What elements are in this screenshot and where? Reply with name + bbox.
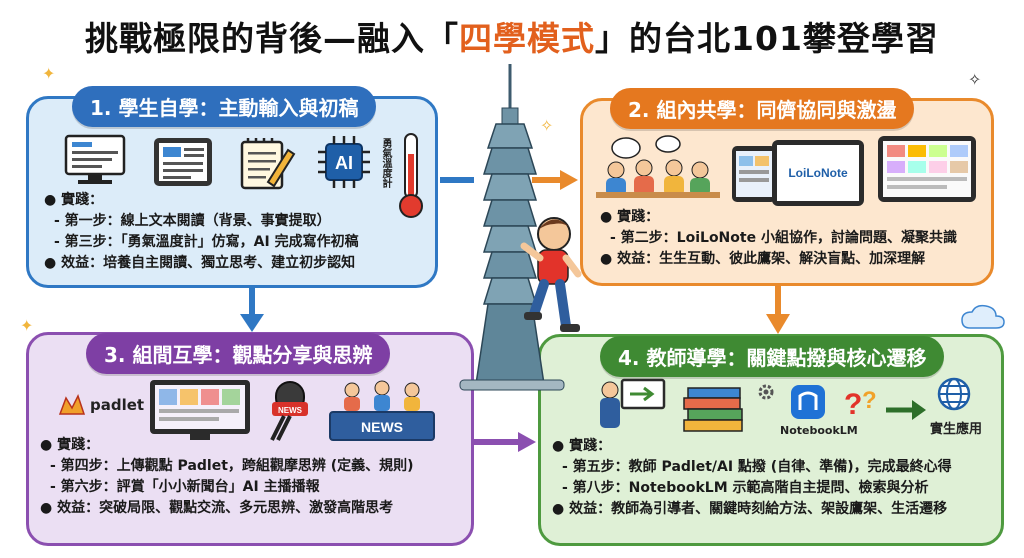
panel1-heading: 1. 學生自學：主動輸入與初稿 [72, 86, 377, 127]
padlet-label: padlet [90, 396, 145, 414]
padlet-logo-icon [58, 394, 86, 415]
arrow-p2-to-p4 [766, 286, 790, 334]
globe-icon [937, 377, 971, 411]
panel3-heading: 3. 組間互學：觀點分享與思辨 [86, 333, 391, 374]
notebooklm-label: NotebookLM [780, 424, 858, 437]
arrow-p1-to-p2 [440, 170, 578, 190]
title-prefix: 挑戰極限的背後—融入「 [85, 19, 460, 58]
title-suffix: 」的台北101攀登學習 [595, 19, 939, 58]
loilonote-tablet-icon: LoiLoNote [772, 140, 864, 206]
panel4-step-1: - 第五步：教師 Padlet/AI 點撥 (自律、準備)，完成最終心得 [562, 459, 952, 475]
panel4-body: ● 實踐： - 第五步：教師 Padlet/AI 點撥 (自律、準備)，完成最終… [552, 436, 952, 520]
panel4-heading: 4. 教師導學：關鍵點撥與核心遷移 [600, 336, 945, 377]
question-marks-icon: ? ? [844, 387, 877, 421]
panel3-step-1: - 第四步：上傳觀點 Padlet，跨組觀摩思辨 (定義、規則) [50, 458, 414, 474]
svg-text:?: ? [862, 387, 877, 414]
microphone-icon: NEWS [270, 381, 308, 441]
panel3-practice: ● 實踐： [40, 437, 100, 453]
apply-label: 實生應用 [930, 422, 983, 437]
arrow-p3-to-p4 [474, 432, 536, 452]
books-stack-icon [683, 387, 743, 432]
tablet-small-icon [732, 146, 776, 202]
monitor-icon [64, 134, 126, 184]
sparkle-icon: ✧ [540, 116, 554, 135]
students-discussion-icon [596, 135, 720, 198]
news-desk-label: NEWS [361, 419, 403, 435]
news-anchors-icon: NEWS [329, 380, 435, 441]
panel1-practice: ● 實踐： [44, 192, 104, 208]
panel2-benefit: ● 效益：生生互動、彼此鷹架、解決盲點、加深理解 [600, 251, 926, 267]
page-title: 挑戰極限的背後—融入「四學模式」的台北101攀登學習 [0, 12, 1024, 60]
notebooklm-logo-icon [791, 385, 825, 419]
loilonote-label: LoiLoNote [788, 166, 848, 180]
board-tablet-icon [878, 136, 976, 202]
panel4-step-2: - 第八步：NotebookLM 示範高階自主提問、檢索與分析 [562, 480, 929, 496]
tablet-document-icon [154, 138, 212, 186]
arrow-p1-to-p3 [240, 288, 264, 332]
notepad-pencil-icon [240, 138, 296, 190]
panel3-body: ● 實踐： - 第四步：上傳觀點 Padlet，跨組觀摩思辨 (定義、規則) -… [40, 435, 414, 519]
panel1-body: ● 實踐： - 第一步：線上文本閱讀（背景、事實提取） - 第三步：「勇氣溫度計… [44, 190, 359, 274]
thermometer-label: 勇氣溫度計 [380, 138, 391, 188]
panel1-benefit: ● 效益：培養自主閱讀、獨立思考、建立初步認知 [44, 255, 356, 271]
thermometer-icon [399, 133, 423, 218]
ai-chip-text: AI [335, 153, 353, 173]
teacher-board-icon [600, 378, 666, 428]
panel4-practice: ● 實踐： [552, 438, 612, 454]
sparkle-icon: ✦ [20, 316, 34, 335]
sparkle-icon: ✦ [42, 64, 56, 83]
panel1-step-2: - 第三步：「勇氣溫度計」仿寫，AI 完成寫作初稿 [54, 234, 359, 250]
arrow-right-icon [886, 400, 926, 420]
panel1-step-1: - 第一步：線上文本閱讀（背景、事實提取） [54, 213, 331, 229]
svg-text:?: ? [844, 388, 862, 421]
sparkle-icon: ✧ [968, 70, 982, 89]
taipei-101-tower-icon [459, 64, 565, 391]
climbing-boy-icon [520, 217, 582, 332]
panel4-benefit: ● 效益：教師為引導者、關鍵時刻給方法、架設鷹架、生活遷移 [552, 501, 948, 517]
cloud-network-icon [961, 304, 1005, 329]
ai-chip-icon: AI [318, 136, 370, 188]
padlet-monitor-icon [150, 380, 250, 440]
panel2-heading: 2. 組內共學：同儕協同與激盪 [610, 88, 915, 129]
panel2-body: ● 實踐： - 第二步：LoiLoNote 小組協作，討論問題、凝聚共識 ● 效… [600, 207, 957, 270]
panel2-step-1: - 第二步：LoiLoNote 小組協作，討論問題、凝聚共識 [610, 230, 957, 246]
panel3-benefit: ● 效益：突破局限、觀點交流、多元思辨、激發高階思考 [40, 500, 394, 516]
title-highlight: 四學模式 [459, 19, 596, 58]
panel3-step-2: - 第六步：評賞「小小新聞台」AI 主播播報 [50, 479, 320, 495]
panel2-practice: ● 實踐： [600, 209, 660, 225]
gear-icon [758, 384, 774, 400]
mic-news-text: NEWS [278, 406, 303, 415]
